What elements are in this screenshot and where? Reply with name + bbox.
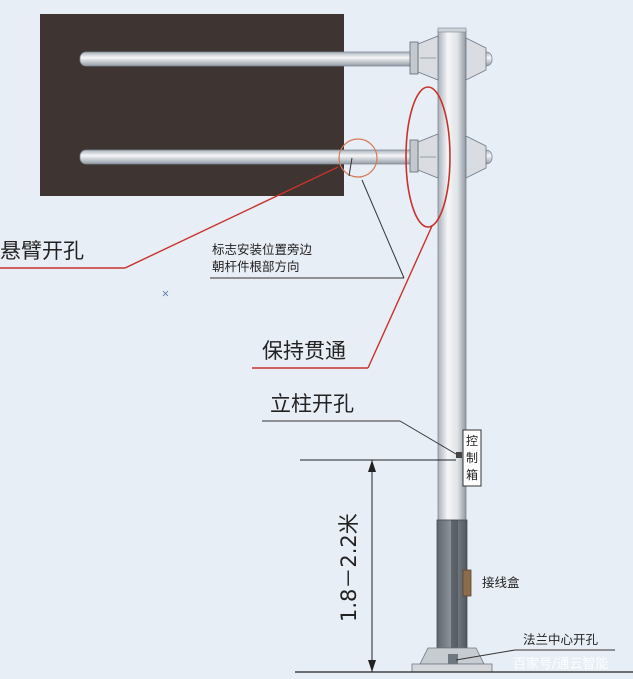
control-box-char-3: 箱 (466, 467, 478, 482)
upper-arm-bracket (409, 35, 487, 81)
height-range-label: 1.8－2.2米 (337, 513, 361, 622)
arm-hole-label: 悬臂开孔 (0, 239, 84, 263)
lower-arm (79, 149, 493, 165)
base-flange (411, 647, 493, 673)
column-hole-marker (456, 452, 462, 458)
sign-note-line-2: 朝杆件根部方向 (212, 259, 300, 274)
control-box (462, 429, 482, 487)
sign-note-line-1: 标志安装位置旁边 (212, 242, 313, 257)
keep-through-label: 保持贯通 (262, 339, 346, 363)
pole-top-cap (437, 27, 467, 33)
lower-arm-bracket (409, 133, 487, 179)
column-hole-label: 立柱开孔 (270, 392, 354, 416)
height-dimension (300, 459, 456, 672)
flange-center-hole-label: 法兰中心开孔 (523, 632, 599, 647)
upper-arm (79, 51, 493, 67)
small-cross-icon (162, 290, 169, 297)
sign-board (40, 14, 344, 196)
junction-box (462, 569, 472, 597)
control-box-char-2: 制 (466, 451, 478, 465)
junction-box-label: 接线盒 (482, 575, 520, 590)
control-box-char-1: 控 (466, 434, 478, 448)
watermark-text: 百家号/通云智能 (513, 656, 608, 672)
arm-hole-circle (338, 138, 378, 178)
keep-through-ellipse (405, 86, 451, 228)
